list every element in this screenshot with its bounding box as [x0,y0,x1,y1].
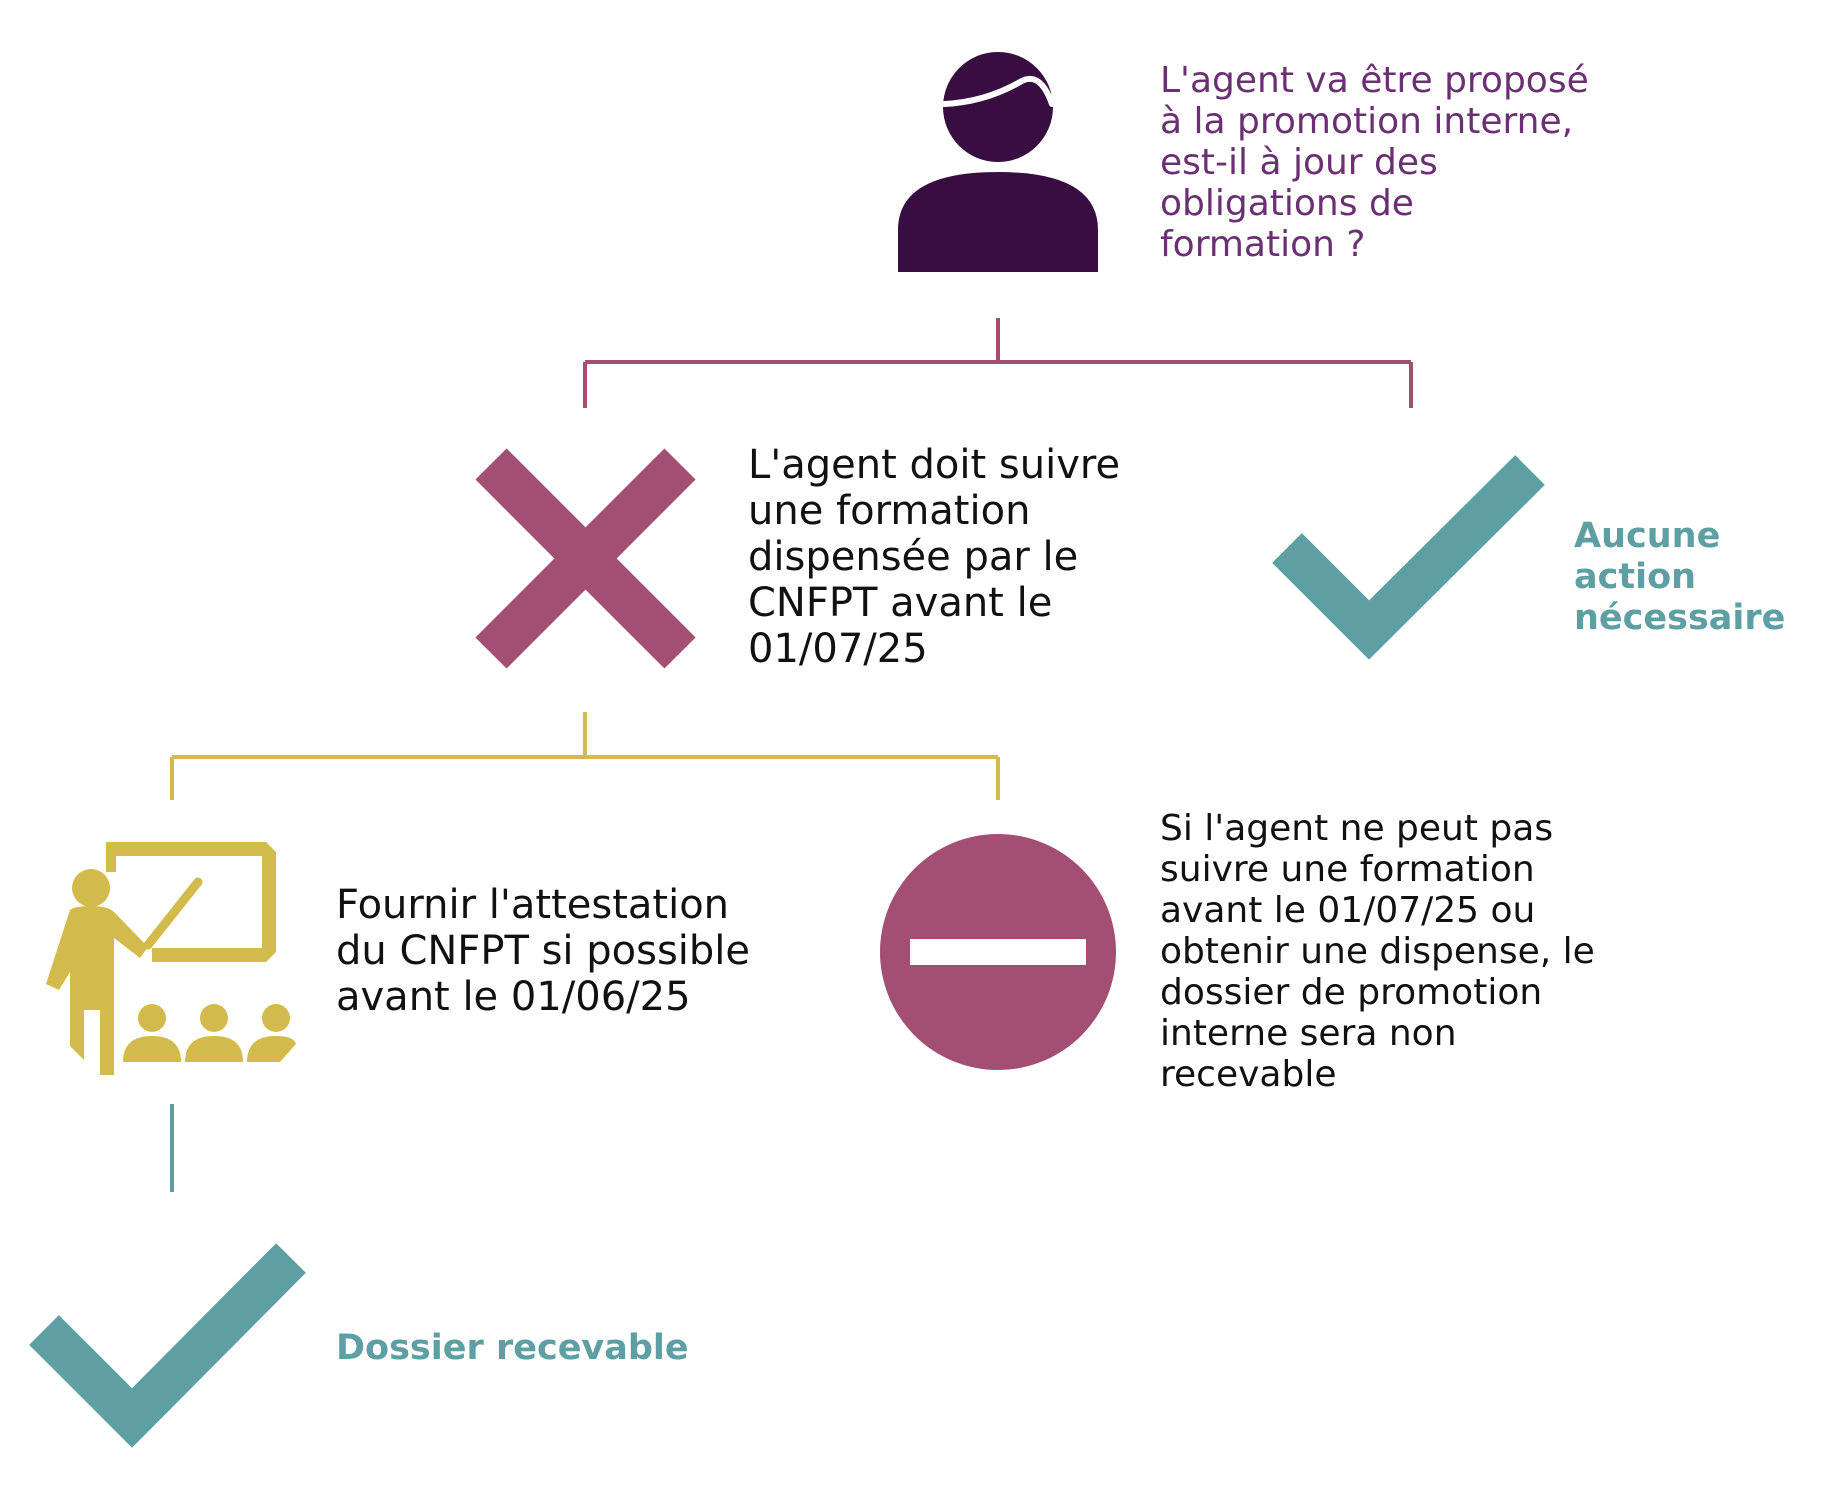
person-icon [898,52,1098,272]
teacher-presentation-icon [46,842,296,1075]
connector-top [583,318,1413,408]
not-receivable-text: Si l'agent ne peut pas suivre une format… [1160,808,1595,1095]
checkmark-icon [29,1243,306,1448]
no-entry-icon [880,834,1116,1070]
checkmark-icon [1272,455,1545,660]
receivable-text: Dossier recevable [336,1328,689,1368]
cross-icon [475,448,696,669]
attestation-text: Fournir l'attestation du CNFPT si possib… [336,882,751,1020]
must-train-text: L'agent doit suivre une formation dispen… [748,442,1121,672]
question-text: L'agent va être proposé à la promotion i… [1160,60,1589,265]
no-action-text: Aucune action nécessaire [1574,516,1786,638]
connector-middle [170,712,1000,800]
